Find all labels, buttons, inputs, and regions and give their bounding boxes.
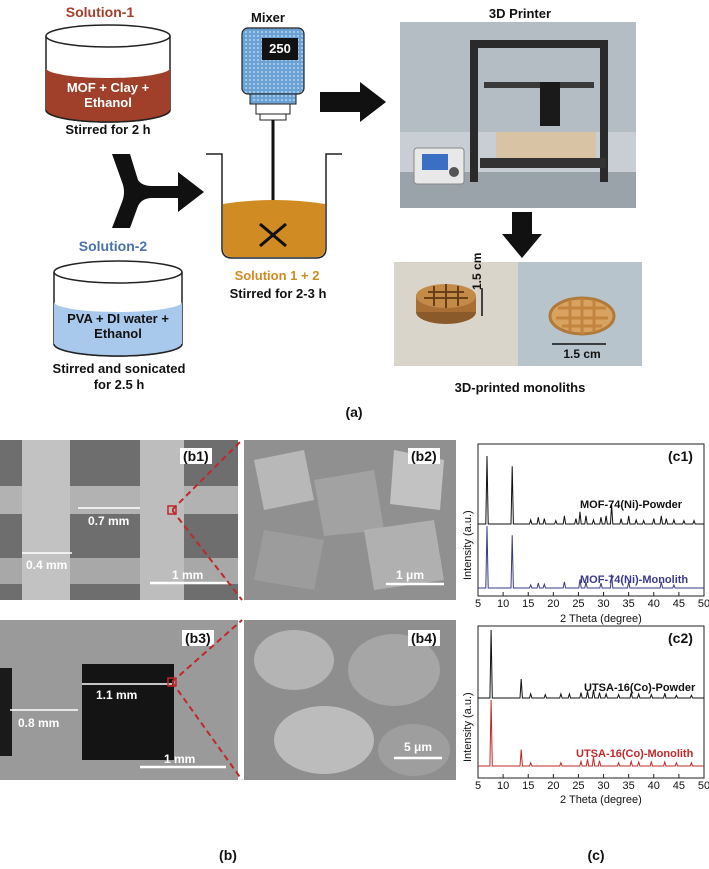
c2-series-top: UTSA-16(Co)-Powder — [584, 682, 696, 694]
xtick-label: 5 — [474, 780, 482, 792]
printer-title: 3D Printer — [488, 6, 552, 21]
c1-monolith-line — [478, 525, 704, 589]
solution2-note-line2: for 2.5 h — [93, 377, 145, 392]
monolith-scale-vertical: 1.5 cm — [470, 252, 484, 290]
b1-scale: 1 mm — [172, 568, 204, 582]
solution1-note: Stirred for 2 h — [65, 122, 151, 137]
arrow-right — [320, 82, 386, 122]
b3-width2: 0.8 mm — [18, 716, 60, 730]
c2-ylabel: Intensity (a.u.) — [462, 692, 474, 762]
b3-tag: (b3) — [182, 630, 214, 646]
solution1-title: Solution-1 — [65, 4, 135, 20]
xtick-label: 10 — [496, 780, 510, 792]
c1-xlabel: 2 Theta (degree) — [560, 613, 642, 625]
solution1-content: MOF + Clay + Ethanol — [66, 80, 150, 110]
xtick-label: 15 — [522, 598, 535, 610]
arrow-down — [502, 212, 542, 258]
c1-series-top: MOF-74(Ni)-Powder — [580, 499, 683, 511]
xtick-label: 45 — [672, 780, 685, 792]
c1-ylabel: Intensity (a.u.) — [462, 510, 474, 580]
c2-series-bottom: UTSA-16(Co)-Monolith — [576, 748, 694, 760]
c1-series-bottom: MOF-74(Ni)-Monolith — [580, 574, 689, 586]
xtick-label: 20 — [547, 598, 560, 610]
monolith-scale-horizontal: 1.5 cm — [563, 347, 601, 361]
xtick-label: 45 — [672, 598, 685, 610]
c1-powder-line — [478, 455, 704, 525]
b1-width2: 0.4 mm — [26, 558, 68, 572]
solution2-note-line1: Stirred and sonicated — [52, 361, 186, 376]
xtick-label: 50 — [697, 780, 709, 792]
xtick-label: 15 — [522, 780, 535, 792]
c2-tag: (c2) — [668, 630, 693, 646]
b2-scale: 1 μm — [396, 568, 425, 582]
xtick-label: 40 — [647, 598, 660, 610]
printer-photo — [400, 22, 636, 208]
xrd-chart-c2 — [477, 625, 705, 779]
solution2-title: Solution-2 — [78, 238, 148, 254]
merge-arrow — [112, 154, 204, 228]
b2-tag: (b2) — [408, 448, 440, 464]
monolith-caption: 3D-printed monoliths — [454, 380, 586, 395]
xtick-label: 35 — [622, 598, 635, 610]
xtick-label: 30 — [597, 598, 610, 610]
mixer-title: Mixer — [251, 10, 285, 25]
sem-image-b1: (b1) 0.7 mm 0.4 mm 1 mm — [0, 440, 238, 600]
sem-image-b4: (b4) 5 μm — [244, 620, 456, 780]
zoom-connectors — [172, 440, 243, 780]
b3-scale: 1 mm — [164, 752, 196, 766]
xtick-label: 50 — [697, 598, 709, 610]
xtick-label: 20 — [547, 780, 560, 792]
solution2-dish — [53, 260, 183, 357]
b4-tag: (b4) — [408, 630, 440, 646]
xtick-label: 30 — [597, 780, 610, 792]
sem-image-b3: (b3) 1.1 mm 0.8 mm 1 mm — [0, 620, 238, 780]
mixer-display: 250 — [262, 38, 298, 60]
xrd-chart-c1 — [477, 443, 705, 597]
b1-tag: (b1) — [180, 448, 212, 464]
sem-image-b2: (b2) 1 μm — [244, 440, 456, 600]
b3-width1: 1.1 mm — [96, 688, 138, 702]
xtick-label: 25 — [572, 780, 585, 792]
b1-width1: 0.7 mm — [88, 514, 130, 528]
xtick-label: 10 — [496, 598, 510, 610]
solution1-dish — [45, 24, 171, 123]
b4-scale: 5 μm — [404, 740, 433, 754]
beaker-note: Stirred for 2-3 h — [229, 286, 327, 301]
solution2-content: PVA + DI water + Ethanol — [67, 311, 169, 341]
beaker-title: Solution 1 + 2 — [234, 268, 320, 283]
xtick-label: 40 — [647, 780, 660, 792]
xtick-label: 25 — [572, 598, 585, 610]
c1-tag: (c1) — [668, 448, 693, 464]
panel-c-label: (c) — [587, 847, 605, 863]
c2-xlabel: 2 Theta (degree) — [560, 794, 642, 806]
monolith-photos — [394, 262, 642, 366]
panel-a-label: (a) — [345, 404, 363, 420]
c2-monolith-line — [478, 699, 704, 767]
mixer-illustration — [206, 27, 342, 259]
c2-powder-line — [478, 629, 704, 699]
xtick-label: 35 — [622, 780, 635, 792]
panel-b-label: (b) — [219, 847, 237, 863]
xtick-label: 5 — [474, 598, 482, 610]
